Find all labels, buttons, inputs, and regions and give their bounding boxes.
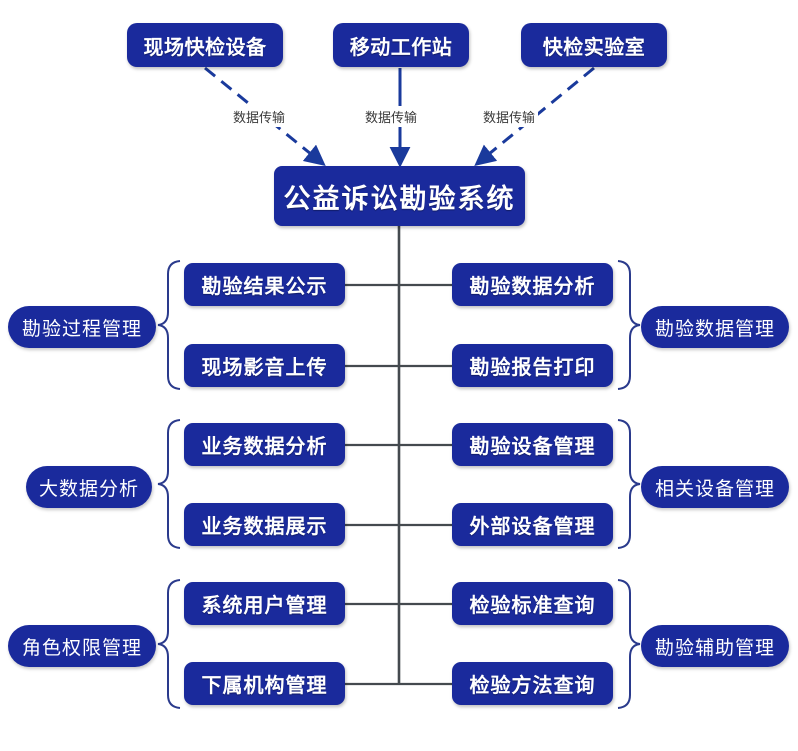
leaf-node-right-2-2[interactable]: 外部设备管理	[452, 503, 613, 546]
brace-right-group-3	[617, 579, 641, 709]
group-label-left-3[interactable]: 角色权限管理	[8, 625, 156, 667]
leaf-node-left-2-1[interactable]: 业务数据分析	[184, 423, 345, 466]
leaf-node-right-2-1[interactable]: 勘验设备管理	[452, 423, 613, 466]
system-node[interactable]: 公益诉讼勘验系统	[274, 166, 525, 226]
leaf-node-left-3-2[interactable]: 下属机构管理	[184, 662, 345, 705]
group-label-left-1[interactable]: 勘验过程管理	[8, 306, 156, 348]
edge-label-2: 数据传输	[362, 106, 421, 127]
source-node-3[interactable]: 快检实验室	[521, 23, 667, 67]
brace-left-group-1	[157, 260, 181, 390]
source-node-2[interactable]: 移动工作站	[333, 23, 469, 67]
edge-label-1: 数据传输	[230, 106, 289, 127]
group-label-left-2[interactable]: 大数据分析	[26, 466, 152, 508]
leaf-node-left-1-1[interactable]: 勘验结果公示	[184, 263, 345, 306]
group-label-right-3[interactable]: 勘验辅助管理	[641, 625, 789, 667]
group-label-right-1[interactable]: 勘验数据管理	[641, 306, 789, 348]
brace-right-group-2	[617, 419, 641, 549]
group-label-right-2[interactable]: 相关设备管理	[641, 466, 789, 508]
brace-left-group-3	[157, 579, 181, 709]
brace-left-group-2	[157, 419, 181, 549]
leaf-node-right-1-2[interactable]: 勘验报告打印	[452, 344, 613, 387]
leaf-node-left-2-2[interactable]: 业务数据展示	[184, 503, 345, 546]
leaf-node-left-3-1[interactable]: 系统用户管理	[184, 582, 345, 625]
brace-right-group-1	[617, 260, 641, 390]
leaf-node-left-1-2[interactable]: 现场影音上传	[184, 344, 345, 387]
source-node-1[interactable]: 现场快检设备	[127, 23, 283, 67]
edge-label-3: 数据传输	[480, 106, 539, 127]
leaf-node-right-3-1[interactable]: 检验标准查询	[452, 582, 613, 625]
leaf-node-right-1-1[interactable]: 勘验数据分析	[452, 263, 613, 306]
leaf-node-right-3-2[interactable]: 检验方法查询	[452, 662, 613, 705]
